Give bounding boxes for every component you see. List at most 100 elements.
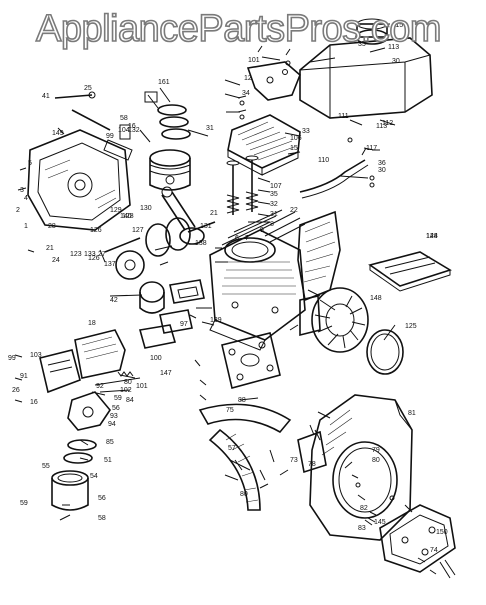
part-number-label: 35 xyxy=(270,191,278,198)
part-number-label: 27 xyxy=(98,251,106,258)
part-number-label: 33 xyxy=(302,128,310,135)
part-number-label: 80 xyxy=(124,379,132,386)
part-number-label: 26 xyxy=(12,387,20,394)
part-number-label: 58 xyxy=(98,515,106,522)
part-number-label: 79 xyxy=(372,447,380,454)
part-number-label: 2 xyxy=(16,207,20,214)
crankcase-cover xyxy=(27,129,131,231)
part-number-label: 75 xyxy=(226,407,234,414)
part-number-label: 102 xyxy=(120,387,132,394)
part-number-label: 101 xyxy=(248,57,260,64)
part-number-label: 34 xyxy=(242,90,250,97)
part-number-label: 99 xyxy=(106,133,114,140)
part-number-label: 16 xyxy=(128,123,136,130)
part-number-label: 145 xyxy=(374,519,386,526)
part-number-label: 124 xyxy=(426,233,438,240)
part-number-label: 107 xyxy=(270,183,282,190)
part-number-label: 88 xyxy=(238,397,246,404)
part-number-label: 80 xyxy=(372,457,380,464)
part-number-label: 21 xyxy=(210,210,218,217)
part-number-label: 80 xyxy=(240,491,248,498)
part-number-label: 131 xyxy=(200,223,212,230)
part-number-label: 31 xyxy=(206,125,214,132)
part-number-label: 5 xyxy=(28,160,32,167)
part-number-label: 111 xyxy=(338,113,349,120)
connecting-rod xyxy=(161,186,205,245)
part-number-label: 93 xyxy=(110,413,118,420)
part-number-label: 25 xyxy=(84,85,92,92)
part-number-label: 123 xyxy=(70,251,82,258)
part-number-label: 115 xyxy=(392,22,403,29)
piston-rings xyxy=(157,104,191,140)
part-number-label: 140 xyxy=(120,213,132,220)
part-number-label: 110 xyxy=(318,157,329,164)
part-number-label: 8 xyxy=(270,221,274,228)
part-number-label: 85 xyxy=(106,439,114,446)
muffler xyxy=(379,504,456,579)
part-number-label: 147 xyxy=(160,370,172,377)
part-number-label: 132 xyxy=(128,127,140,134)
leader-lines xyxy=(59,23,413,523)
part-number-label: 137 xyxy=(104,261,116,268)
parts-bag xyxy=(368,251,452,292)
part-number-label: 28 xyxy=(48,223,56,230)
part-number-label: 161 xyxy=(158,79,170,86)
part-number-label: 149 xyxy=(52,130,64,137)
part-number-label: 117 xyxy=(366,145,377,152)
part-number-label: 7 xyxy=(245,235,249,242)
part-number-label: 150 xyxy=(436,529,448,536)
part-number-label: 41 xyxy=(42,93,50,100)
part-number-label: 139 xyxy=(210,317,222,324)
tank-bracket xyxy=(246,61,301,101)
part-number-label: 18 xyxy=(88,320,96,327)
part-number-label: 12 xyxy=(244,75,252,82)
carburetor xyxy=(39,329,126,431)
part-number-label: 129 xyxy=(110,207,122,214)
part-number-label: 112 xyxy=(382,120,393,127)
part-number-label: 57 xyxy=(228,445,236,452)
part-number-label: 59 xyxy=(20,500,28,507)
part-number-label: 56 xyxy=(98,495,106,502)
part-number-label: 81 xyxy=(408,410,416,417)
fuel-tank xyxy=(299,18,433,119)
part-number-label: 97 xyxy=(180,321,188,328)
valves-springs xyxy=(226,155,259,215)
part-number-label: 42 xyxy=(110,297,118,304)
cover-plate xyxy=(297,430,327,474)
part-number-label: 126 xyxy=(90,227,102,234)
crankshaft xyxy=(99,217,216,263)
watermark: AppliancePartsPros.com xyxy=(35,7,442,51)
part-number-label: 138 xyxy=(195,240,207,247)
part-number-label: 35 xyxy=(358,41,366,48)
part-number-label: 15 xyxy=(290,145,298,152)
part-number-label: 113 xyxy=(376,123,387,130)
part-number-label: 22 xyxy=(290,207,298,214)
part-number-label: 91 xyxy=(20,373,28,380)
part-number-label: 101 xyxy=(136,383,148,390)
part-number-label: 84 xyxy=(126,397,134,404)
part-number-label: 51 xyxy=(104,457,112,464)
air-filter xyxy=(139,281,165,314)
part-number-label: 58 xyxy=(120,115,128,122)
part-number-label: 92 xyxy=(96,383,104,390)
part-number-label: 113 xyxy=(388,44,399,51)
fuel-bowl-stack xyxy=(51,439,97,511)
part-number-label: 59 xyxy=(114,395,122,402)
gaskets-center xyxy=(138,279,205,349)
part-number-label: 16 xyxy=(30,399,38,406)
part-number-label: 78 xyxy=(308,461,316,468)
piston xyxy=(149,149,191,191)
part-number-label: 74 xyxy=(430,547,438,554)
part-number-label: 30 xyxy=(378,167,386,174)
part-number-label: 54 xyxy=(90,473,98,480)
part-number-label: 21 xyxy=(46,245,54,252)
fasteners xyxy=(14,45,437,575)
part-number-label: 133 xyxy=(84,251,96,258)
part-number-label: 127 xyxy=(132,227,144,234)
part-number-label: 36 xyxy=(378,160,386,167)
part-number-label: 32 xyxy=(270,201,278,208)
intake-plate xyxy=(221,332,281,389)
air-guide xyxy=(198,403,292,511)
